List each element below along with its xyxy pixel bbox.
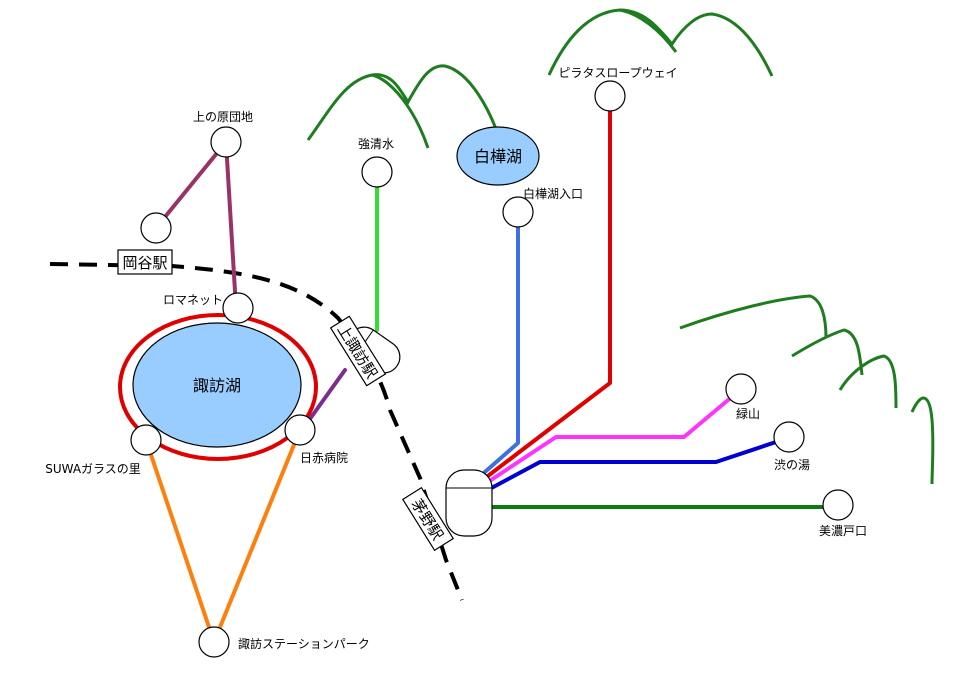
stop-labels: 上の原団地 ロマネット SUWAガラスの里 日赤病院 諏訪ステーションパーク 強…: [45, 66, 867, 651]
stop-suwa-station-park[interactable]: [198, 626, 230, 658]
okaya-station-label-box: 岡谷駅: [117, 249, 173, 275]
bus-stops: [130, 80, 854, 658]
rail-line: [49, 262, 464, 601]
route-red: [478, 94, 612, 484]
label-kaminohara: 上の原団地: [193, 110, 253, 124]
lake-shirakaba: [456, 126, 540, 186]
mountain-ridge-left: [306, 64, 502, 141]
stop-romanet[interactable]: [222, 292, 254, 324]
mountain-ridge-right-1: [679, 294, 828, 339]
label-midoriyama: 緑山: [736, 406, 760, 421]
lake-suwa-label: 諏訪湖: [193, 376, 241, 395]
chino-station-capsule[interactable]: [445, 469, 493, 537]
mountain-ridge-right-3: [838, 354, 898, 409]
mountain-ridge-top: [547, 8, 774, 77]
suwa-ring-route: [118, 313, 318, 461]
label-suwa-station-park: 諏訪ステーションパーク: [238, 636, 370, 651]
stop-minotoguchi[interactable]: [822, 489, 854, 521]
label-shibunoyu: 渋の湯: [774, 458, 810, 472]
stop-midoriyama[interactable]: [725, 373, 757, 405]
stop-shibunoyu[interactable]: [773, 421, 805, 453]
stop-goshimizu[interactable]: [361, 156, 393, 188]
stop-pilatus[interactable]: [594, 80, 626, 112]
route-orange-left: [144, 438, 216, 644]
stop-suwa-glass[interactable]: [130, 424, 162, 456]
mountain-ridge-top-2: [619, 8, 678, 53]
label-pilatus: ピラタスロープウェイ: [558, 66, 677, 80]
route-orange-right: [212, 428, 302, 644]
lake-shirakaba-label: 白樺湖: [474, 147, 522, 166]
route-blue-light: [476, 212, 520, 480]
label-romanet: ロマネット: [163, 293, 223, 307]
mountains: [306, 8, 935, 485]
label-shirakaba-iriguchi: 白樺湖入口: [523, 186, 583, 201]
route-magenta: [480, 388, 742, 488]
stop-shirakaba-iriguchi[interactable]: [502, 196, 534, 228]
mountain-ridge-left-2: [371, 73, 430, 149]
label-nisseki: 日赤病院: [300, 450, 348, 465]
label-goshimizu: 強清水: [358, 137, 394, 151]
stop-kaminohara[interactable]: [210, 126, 242, 158]
lake-suwa: [132, 322, 302, 448]
mountain-ridge-right-2: [791, 328, 864, 376]
label-minotoguchi: 美濃戸口: [819, 524, 867, 538]
label-suwa-glass: SUWAガラスの里: [45, 462, 141, 476]
stop-okaya-side[interactable]: [140, 212, 172, 244]
mountain-ridge-right-4: [910, 396, 935, 485]
route-blue: [482, 436, 790, 494]
stop-nisseki[interactable]: [284, 414, 316, 446]
okaya-station-label: 岡谷駅: [122, 254, 167, 272]
